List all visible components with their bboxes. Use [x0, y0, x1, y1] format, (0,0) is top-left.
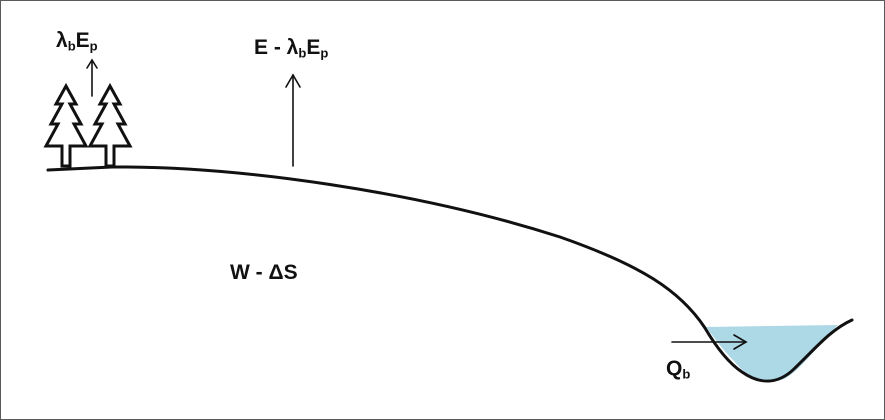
soil-evaporation-label: E - λbEp — [254, 36, 329, 61]
vegetation-evaporation-label: λbEp — [56, 29, 98, 54]
up-arrow-icon — [285, 73, 301, 167]
storage-change-label: W - ΔS — [230, 261, 298, 284]
pine-tree-icon — [43, 82, 89, 168]
hillslope-surface — [46, 165, 854, 383]
stream-water — [706, 325, 838, 382]
pine-tree-icon — [87, 82, 133, 168]
right-arrow-icon — [671, 334, 748, 350]
baseflow-label: Qb — [666, 357, 691, 382]
up-arrow-icon — [86, 58, 98, 97]
